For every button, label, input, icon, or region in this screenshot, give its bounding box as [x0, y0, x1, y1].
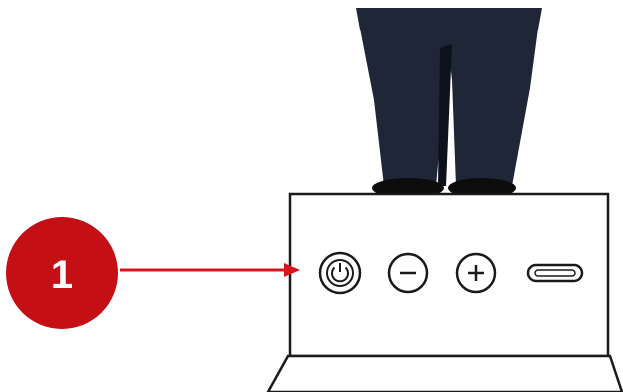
callout-number: 1	[51, 253, 73, 297]
device-base	[268, 356, 622, 392]
callout-arrow	[120, 263, 300, 277]
device-body	[290, 194, 608, 356]
figure-left-leg	[360, 28, 452, 186]
figure-right-leg	[446, 28, 538, 186]
figure-waist	[356, 8, 542, 30]
figure-leg-gap	[438, 44, 452, 186]
callout-badge: 1	[6, 217, 118, 329]
device	[268, 194, 622, 392]
standing-figure	[356, 8, 542, 198]
